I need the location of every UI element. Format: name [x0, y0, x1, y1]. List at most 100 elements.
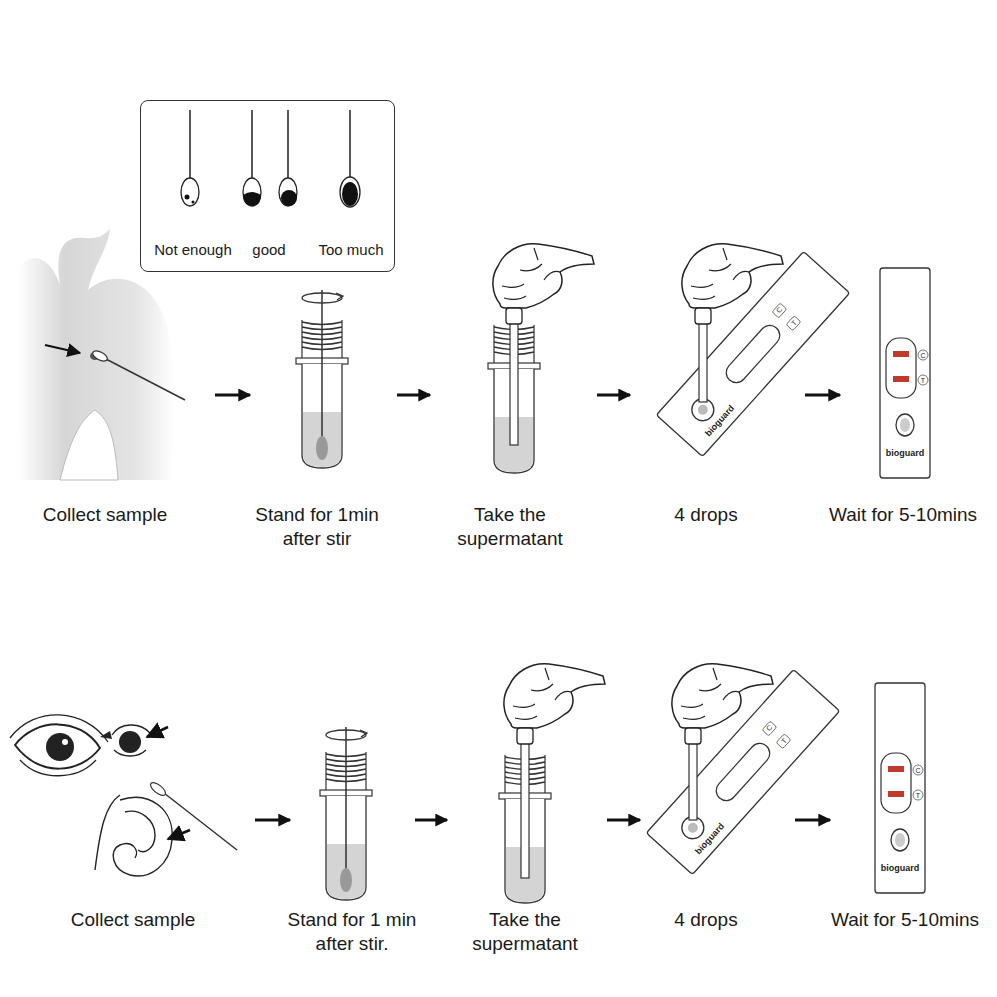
eye — [15, 724, 100, 768]
hand — [504, 664, 605, 744]
mark-ring — [918, 350, 928, 360]
card-mark: C — [775, 306, 784, 314]
card-mark: T — [916, 792, 920, 799]
connector-group — [215, 395, 840, 820]
test-line — [888, 791, 904, 797]
sample-spot — [192, 201, 195, 204]
result-card — [875, 683, 925, 893]
swab-stick — [104, 358, 185, 400]
test-card — [880, 268, 930, 478]
pointer-arrow — [168, 830, 190, 839]
dropper-stem — [699, 322, 707, 402]
hand — [682, 244, 783, 324]
swab-amount-label: good — [219, 238, 319, 262]
step-caption: Wait for 5-10mins — [805, 908, 997, 932]
eyelid — [10, 715, 108, 776]
swab-guide-box: Not enoughgoodToo much — [140, 100, 395, 272]
swab-stick — [345, 727, 347, 870]
flow-arrow — [607, 819, 640, 822]
sample-spot — [185, 195, 190, 200]
dropper-stem — [521, 742, 529, 878]
flow-arrow — [215, 394, 250, 397]
card-brand: bioguard — [886, 449, 925, 458]
step-caption: Collect sample — [33, 908, 233, 932]
step-caption: Wait for 5-10mins — [803, 503, 997, 527]
eyelid — [112, 725, 150, 756]
step-panel: Stand for 1min after stir — [253, 230, 394, 560]
card-mark: C — [920, 352, 925, 359]
dropper-tube — [499, 664, 605, 903]
step-panel: Wait for 5-10mins — [843, 230, 990, 560]
sample-spot — [342, 182, 358, 206]
swab-head — [181, 178, 199, 206]
stir-tube — [296, 290, 348, 468]
drop-on-card — [646, 664, 839, 875]
card-mark: T — [779, 737, 787, 745]
sample-well — [891, 829, 909, 851]
eye-ear-sites — [10, 715, 237, 876]
step-panel: Collect sample — [5, 660, 252, 960]
card-brand: bioguard — [693, 822, 725, 857]
card-brand: bioguard — [881, 864, 920, 873]
small-eye — [119, 731, 141, 753]
dog-legs — [60, 410, 118, 480]
swab-head — [340, 868, 352, 892]
step-caption: Take the supermatant — [440, 908, 610, 956]
swab-stick — [190, 110, 350, 178]
mark-ring — [913, 765, 923, 775]
stir-arrow-head — [360, 730, 367, 737]
dropper-stem — [510, 322, 518, 445]
card-mark: T — [789, 319, 797, 327]
eye-highlight — [62, 739, 68, 745]
stir-arrow-head — [336, 293, 343, 300]
swab-head — [91, 349, 109, 363]
step-panel: Collect sample — [5, 230, 212, 560]
dog-rear — [18, 228, 185, 480]
sample-well — [900, 418, 910, 432]
sample-well — [895, 833, 905, 847]
flow-arrow — [255, 819, 290, 822]
stir-tube — [320, 727, 372, 900]
sample-spot — [281, 190, 297, 206]
sample-spot — [243, 192, 261, 206]
step-panel: 4 drops — [643, 660, 792, 960]
swab-amount-label: Not enough — [143, 238, 243, 262]
hand — [672, 664, 773, 744]
swab-stick — [164, 793, 237, 850]
flow-arrow — [415, 819, 447, 822]
dropper-tube — [488, 244, 594, 473]
result-card — [880, 268, 930, 478]
card-mark: T — [921, 377, 925, 384]
step-panel: Stand for 1 min after stir. — [293, 660, 412, 960]
flow-arrow — [397, 394, 430, 397]
step-caption: 4 drops — [631, 503, 781, 527]
step-caption: Stand for 1 min after stir. — [277, 908, 427, 956]
card-mark: C — [915, 767, 920, 774]
ear — [95, 795, 172, 876]
result-window — [881, 753, 911, 813]
swab-head — [243, 178, 261, 206]
test-card — [875, 683, 925, 893]
step-panel: Take the supermatant — [450, 660, 604, 960]
card-brand: bioguard — [703, 404, 735, 439]
step-caption: Stand for 1min after stir — [242, 503, 392, 551]
pupil — [46, 733, 74, 761]
eye-corner — [100, 731, 112, 739]
pointer-arrow — [147, 727, 168, 737]
step-caption: 4 drops — [631, 908, 781, 932]
flow-arrow — [805, 394, 840, 397]
swab-head — [340, 177, 360, 207]
step-caption: Collect sample — [5, 503, 205, 527]
swab-amount-label: Too much — [301, 238, 401, 262]
step-caption: Take the supermatant — [425, 503, 595, 551]
pointer-arrow — [45, 345, 80, 353]
control-line — [893, 351, 909, 357]
hand — [493, 244, 594, 324]
swab-head — [279, 178, 297, 206]
card-mark: C — [765, 724, 774, 732]
